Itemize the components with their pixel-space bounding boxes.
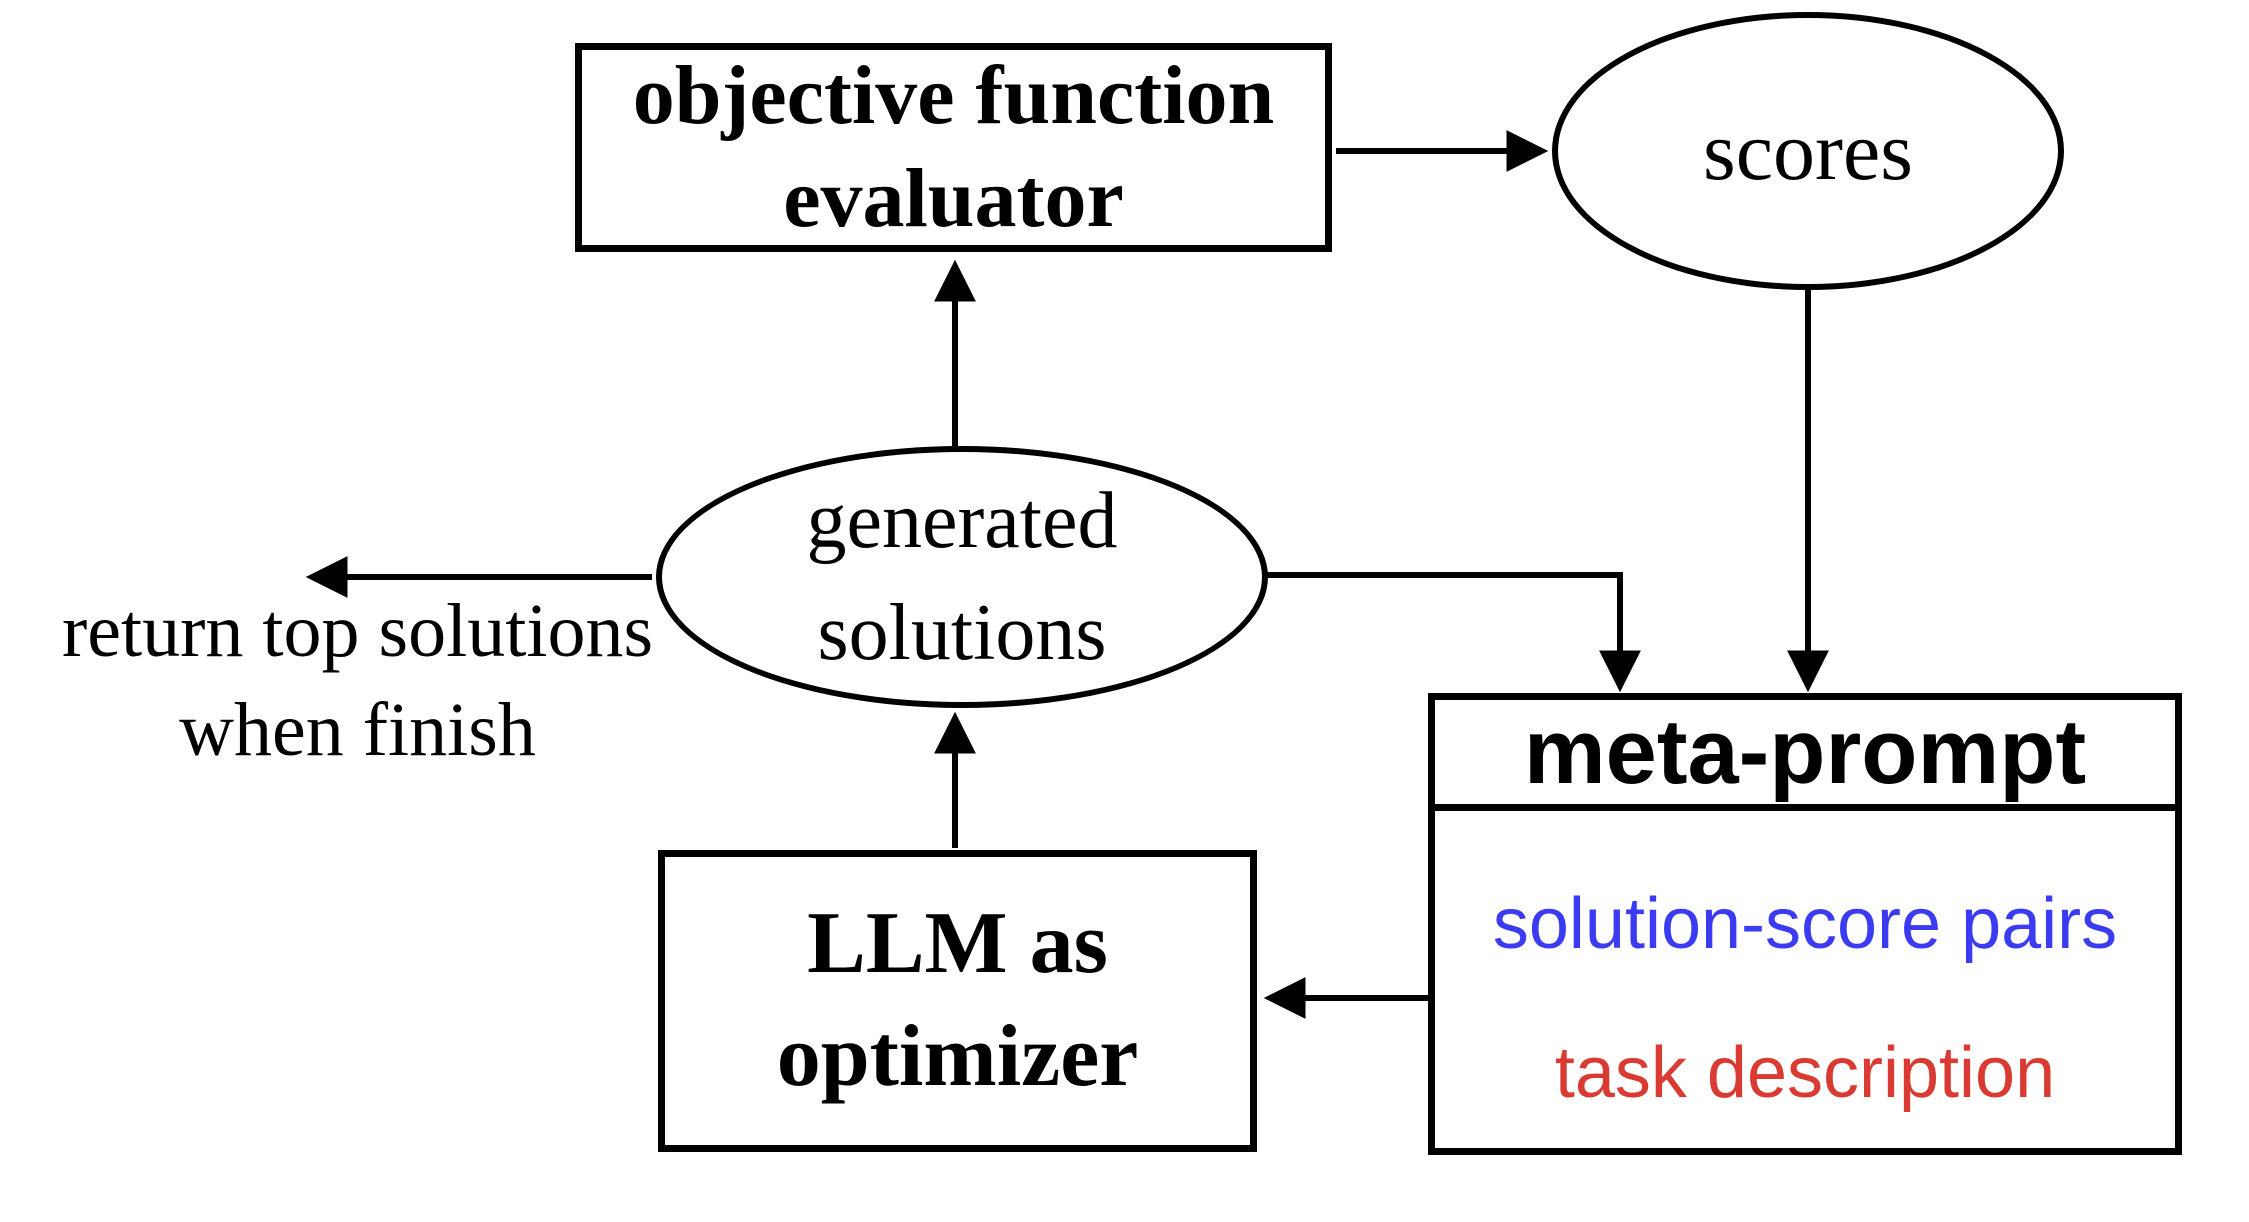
meta-prompt-body: solution-score pairs task description bbox=[1435, 811, 2175, 1148]
scores-label: scores bbox=[1703, 104, 1913, 198]
return-top-solutions-note: return top solutions when finish bbox=[61, 589, 654, 772]
generated-solutions-label: generated solutions bbox=[806, 477, 1118, 677]
llm-as-optimizer-label: LLM as optimizer bbox=[776, 895, 1139, 1105]
node-generated-solutions: generated solutions bbox=[656, 446, 1268, 708]
meta-prompt-header: meta-prompt bbox=[1435, 700, 2175, 811]
objective-function-evaluator-label: objective function evaluator bbox=[632, 49, 1275, 245]
node-llm-as-optimizer: LLM as optimizer bbox=[658, 850, 1257, 1152]
node-meta-prompt: meta-prompt solution-score pairs task de… bbox=[1428, 693, 2182, 1155]
node-scores: scores bbox=[1552, 12, 2064, 290]
meta-prompt-item-task-description: task description bbox=[1554, 1033, 2056, 1114]
node-objective-function-evaluator: objective function evaluator bbox=[575, 43, 1332, 252]
meta-prompt-item-solution-score-pairs: solution-score pairs bbox=[1492, 883, 2118, 964]
edge-generated-to-metaprompt bbox=[1264, 572, 1641, 693]
meta-prompt-title: meta-prompt bbox=[1523, 700, 2087, 803]
